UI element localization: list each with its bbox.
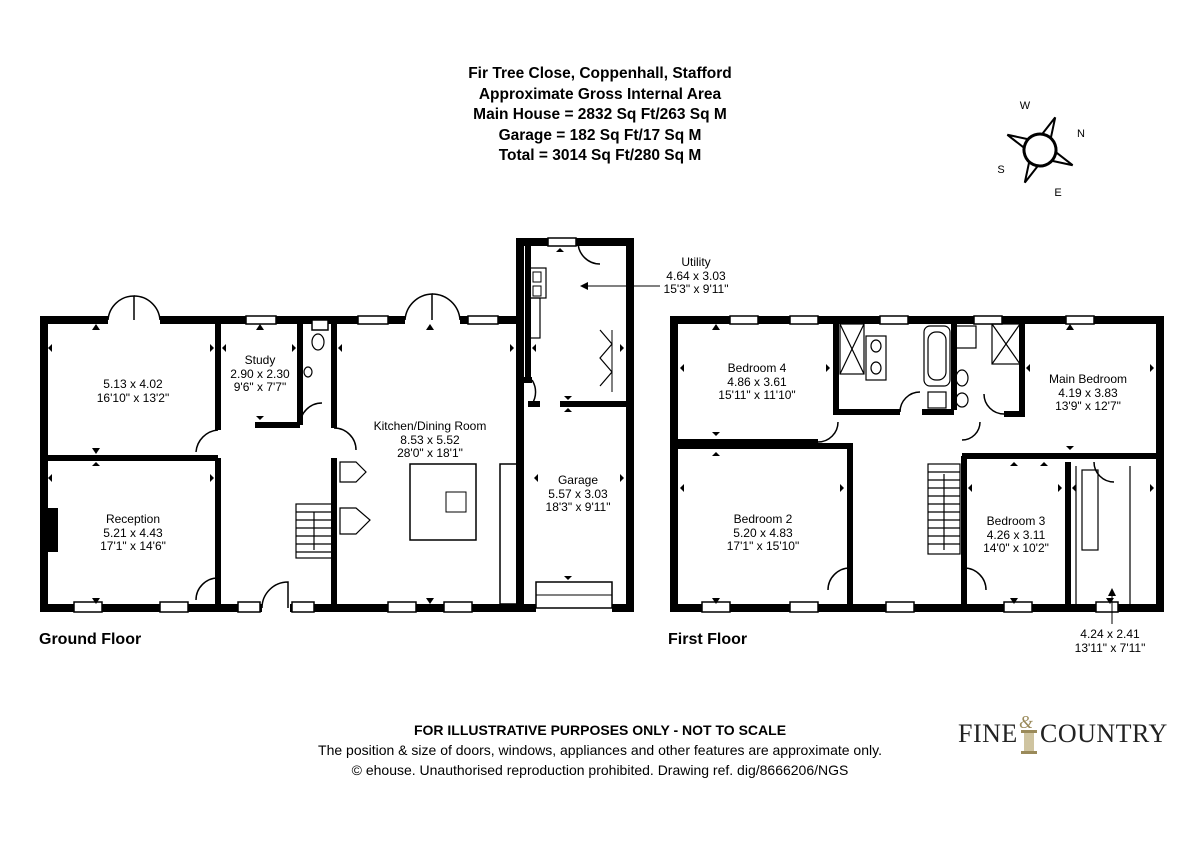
compass-s: S — [997, 164, 1004, 176]
garage-area: Garage = 182 Sq Ft/17 Sq M — [498, 126, 702, 144]
logo-text-left: FINE — [958, 719, 1018, 748]
compass-e: E — [1054, 187, 1061, 199]
logo-ampersand: & — [1019, 712, 1034, 732]
compass-icon: W N S E — [997, 100, 1085, 199]
ground-floor-outer-walls — [40, 238, 634, 612]
property-address: Fir Tree Close, Coppenhall, Stafford — [468, 65, 732, 82]
total-area: Total = 3014 Sq Ft/280 Sq M — [498, 147, 702, 164]
ground-floor-inner-walls — [44, 245, 630, 608]
area-title: Approximate Gross Internal Area — [478, 85, 722, 103]
first-floor-outer-walls — [670, 316, 1164, 612]
first-floor-label: First Floor — [668, 631, 748, 648]
plan-footer: FOR ILLUSTRATIVE PURPOSES ONLY - NOT TO … — [200, 720, 1000, 780]
fine-country-logo: FINE & COUNTRY — [958, 712, 1167, 760]
compass-n: N — [1077, 128, 1085, 140]
main-house-area: Main House = 2832 Sq Ft/263 Sq M — [473, 106, 727, 123]
copyright-note: © ehouse. Unauthorised reproduction proh… — [351, 762, 849, 778]
logo-text-right: COUNTRY — [1040, 719, 1168, 748]
column-icon — [1021, 730, 1037, 754]
ground-floor-label: Ground Floor — [39, 631, 142, 648]
plan-header: Fir Tree Close, Coppenhall, Stafford App… — [300, 64, 900, 167]
disclaimer: FOR ILLUSTRATIVE PURPOSES ONLY - NOT TO … — [413, 722, 787, 738]
compass-w: W — [1020, 100, 1031, 112]
approximation-note: The position & size of doors, windows, a… — [318, 742, 882, 758]
first-floor-inner-walls — [674, 320, 1160, 608]
